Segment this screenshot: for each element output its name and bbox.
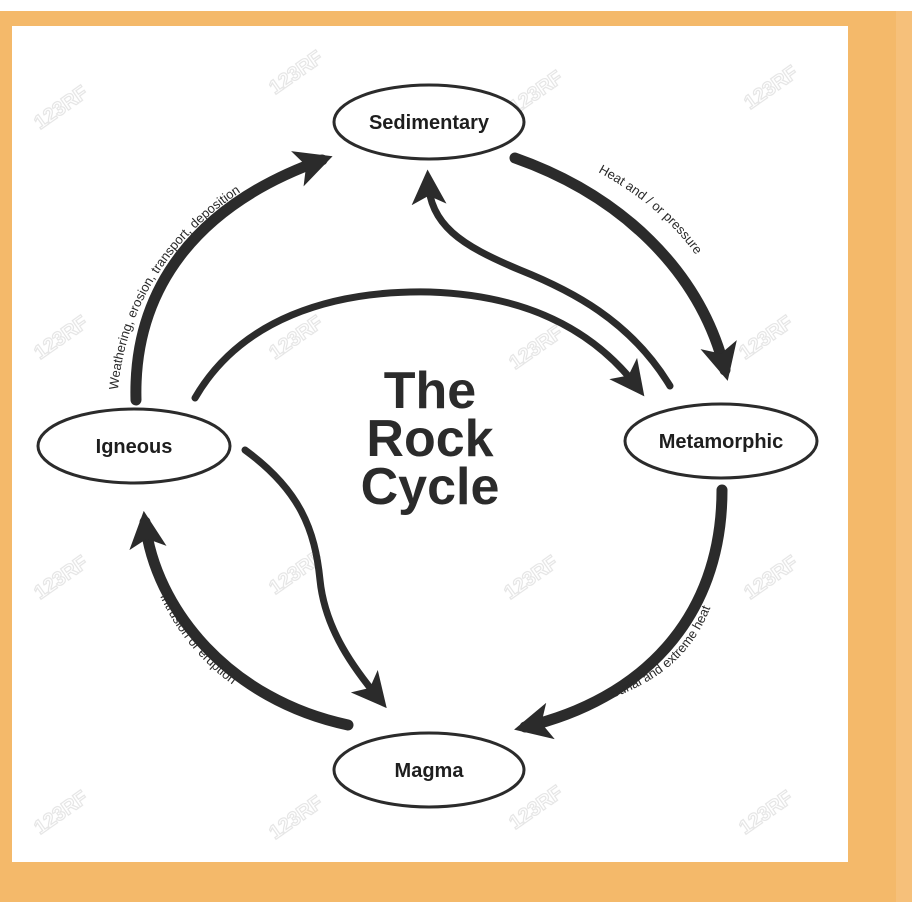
title-line-1: The xyxy=(384,362,476,420)
watermark-text: 123RF xyxy=(265,47,327,99)
arrow-metamorphic-to-sedimentary xyxy=(411,169,674,390)
arrow-metamorphic-to-magma xyxy=(514,484,728,740)
watermark-text: 123RF xyxy=(500,552,562,604)
node-metamorphic: Metamorphic xyxy=(623,402,819,480)
watermark-text: 123RF xyxy=(265,792,327,844)
watermark-text: 123RF xyxy=(505,782,567,834)
node-magma-label: Magma xyxy=(395,760,465,782)
watermark-text: 123RF xyxy=(30,312,92,364)
title-line-2: Rock xyxy=(366,410,493,468)
watermark-text: 123RF xyxy=(740,552,802,604)
arrow-sedimentary-to-metamorphic xyxy=(509,152,737,381)
watermark-text: 123RF xyxy=(740,62,802,114)
arrow-igneous-to-magma xyxy=(241,446,387,709)
node-magma: Magma xyxy=(332,731,526,809)
node-sedimentary-label: Sedimentary xyxy=(369,112,490,134)
node-igneous-label: Igneous xyxy=(96,436,173,458)
node-igneous: Igneous xyxy=(36,407,232,485)
watermark-text: 123RF xyxy=(30,82,92,134)
top-border xyxy=(0,0,912,11)
right-frame-edge xyxy=(896,11,912,902)
title-line-3: Cycle xyxy=(361,458,500,516)
watermark-text: 123RF xyxy=(30,552,92,604)
node-metamorphic-label: Metamorphic xyxy=(659,431,783,453)
watermark-text: 123RF xyxy=(735,787,797,839)
arrow-magma-to-igneous xyxy=(129,510,354,731)
node-sedimentary: Sedimentary xyxy=(332,83,526,161)
arrow-igneous-to-sedimentary xyxy=(130,151,333,406)
watermark-text: 123RF xyxy=(505,322,567,374)
watermark-text: 123RF xyxy=(735,312,797,364)
diagram-title: The Rock Cycle xyxy=(361,362,500,516)
arrow-igneous-to-metamorphic xyxy=(191,288,645,402)
label-intrusion: Intrusion or eruption xyxy=(157,591,239,687)
watermark-text: 123RF xyxy=(30,787,92,839)
